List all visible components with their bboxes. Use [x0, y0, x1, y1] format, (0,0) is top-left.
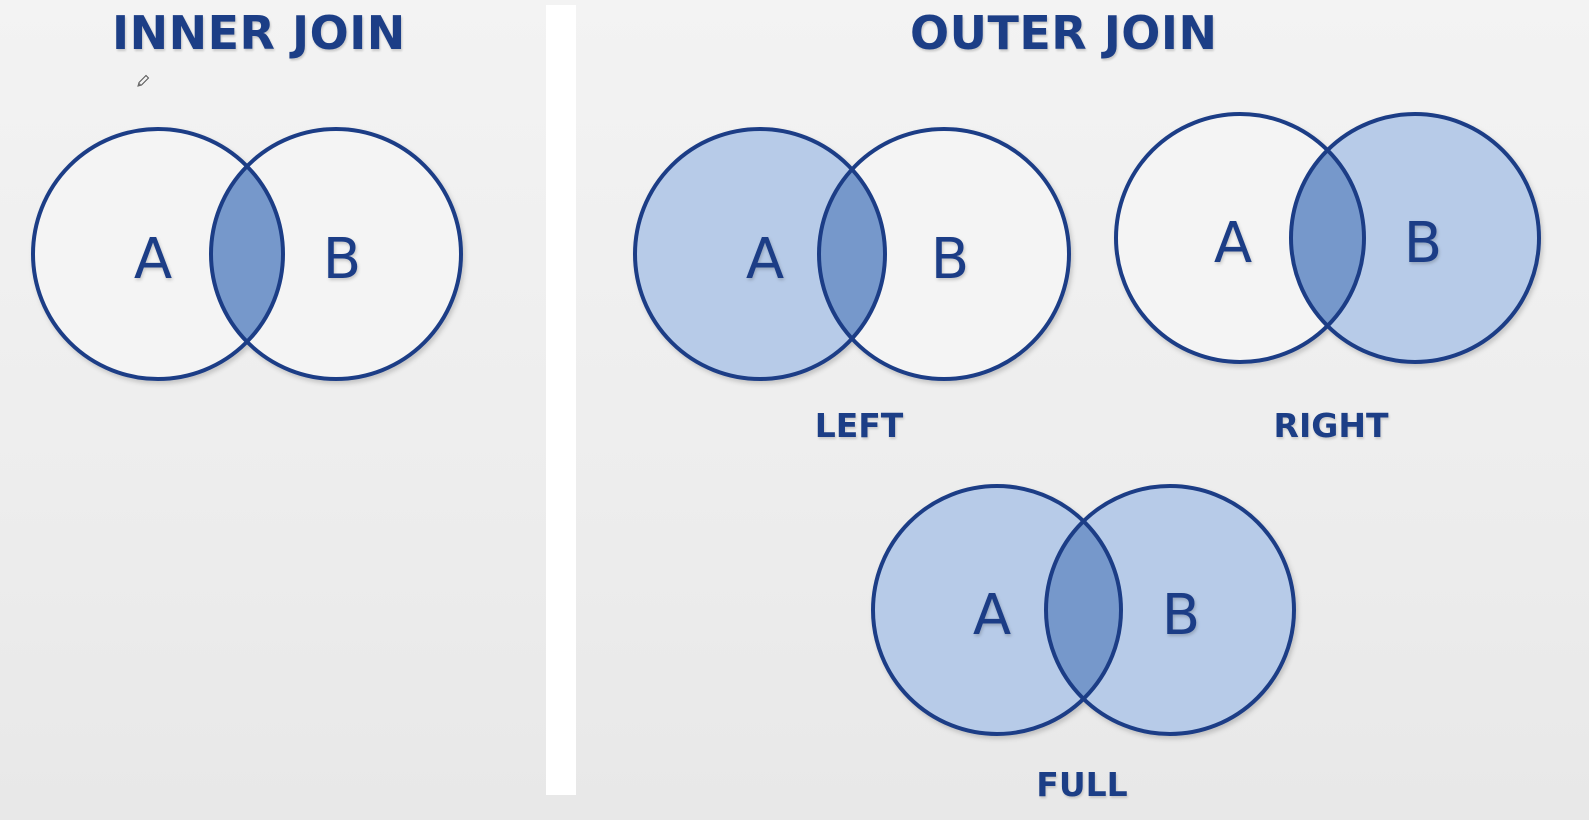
right-join-label: RIGHT [1273, 406, 1389, 445]
pencil-cursor-icon [137, 74, 150, 87]
left-circle-a-outline [633, 127, 887, 381]
left-label-a: A [746, 227, 784, 292]
right-label-a: A [1214, 211, 1252, 276]
inner-circle-a-outline [31, 127, 285, 381]
inner-circle-b-fill [211, 129, 461, 379]
inner-join-title: INNER JOIN [112, 6, 406, 60]
section-divider [546, 5, 576, 795]
full-circle-b-outline [1044, 484, 1296, 736]
full-circle-a-fill [873, 486, 1121, 734]
left-circle-b-outline [817, 127, 1071, 381]
inner-label-b: B [323, 227, 361, 292]
right-circle-b-outline [1289, 112, 1541, 364]
outer-join-title: OUTER JOIN [910, 6, 1218, 60]
inner-circle-b-outline [209, 127, 463, 381]
full-label-a: A [973, 583, 1011, 648]
inner-label-a: A [134, 227, 172, 292]
left-circle-a-fill [635, 129, 885, 379]
right-join-venn [1114, 112, 1541, 364]
left-join-venn [633, 127, 1071, 381]
inner-join-venn [31, 127, 463, 381]
full-join-venn [871, 484, 1296, 736]
right-circle-b-fill [1291, 114, 1539, 362]
full-circle-a-outline [871, 484, 1123, 736]
left-join-label: LEFT [814, 406, 904, 445]
right-circle-a-outline [1114, 112, 1366, 364]
full-join-label: FULL [1036, 765, 1128, 804]
full-label-b: B [1162, 583, 1200, 648]
right-circle-a-fill [1116, 114, 1364, 362]
left-label-b: B [931, 227, 969, 292]
full-circle-b-fill [1046, 486, 1294, 734]
left-circle-b-fill [819, 129, 1069, 379]
inner-circle-a-fill [33, 129, 283, 379]
right-label-b: B [1404, 211, 1442, 276]
